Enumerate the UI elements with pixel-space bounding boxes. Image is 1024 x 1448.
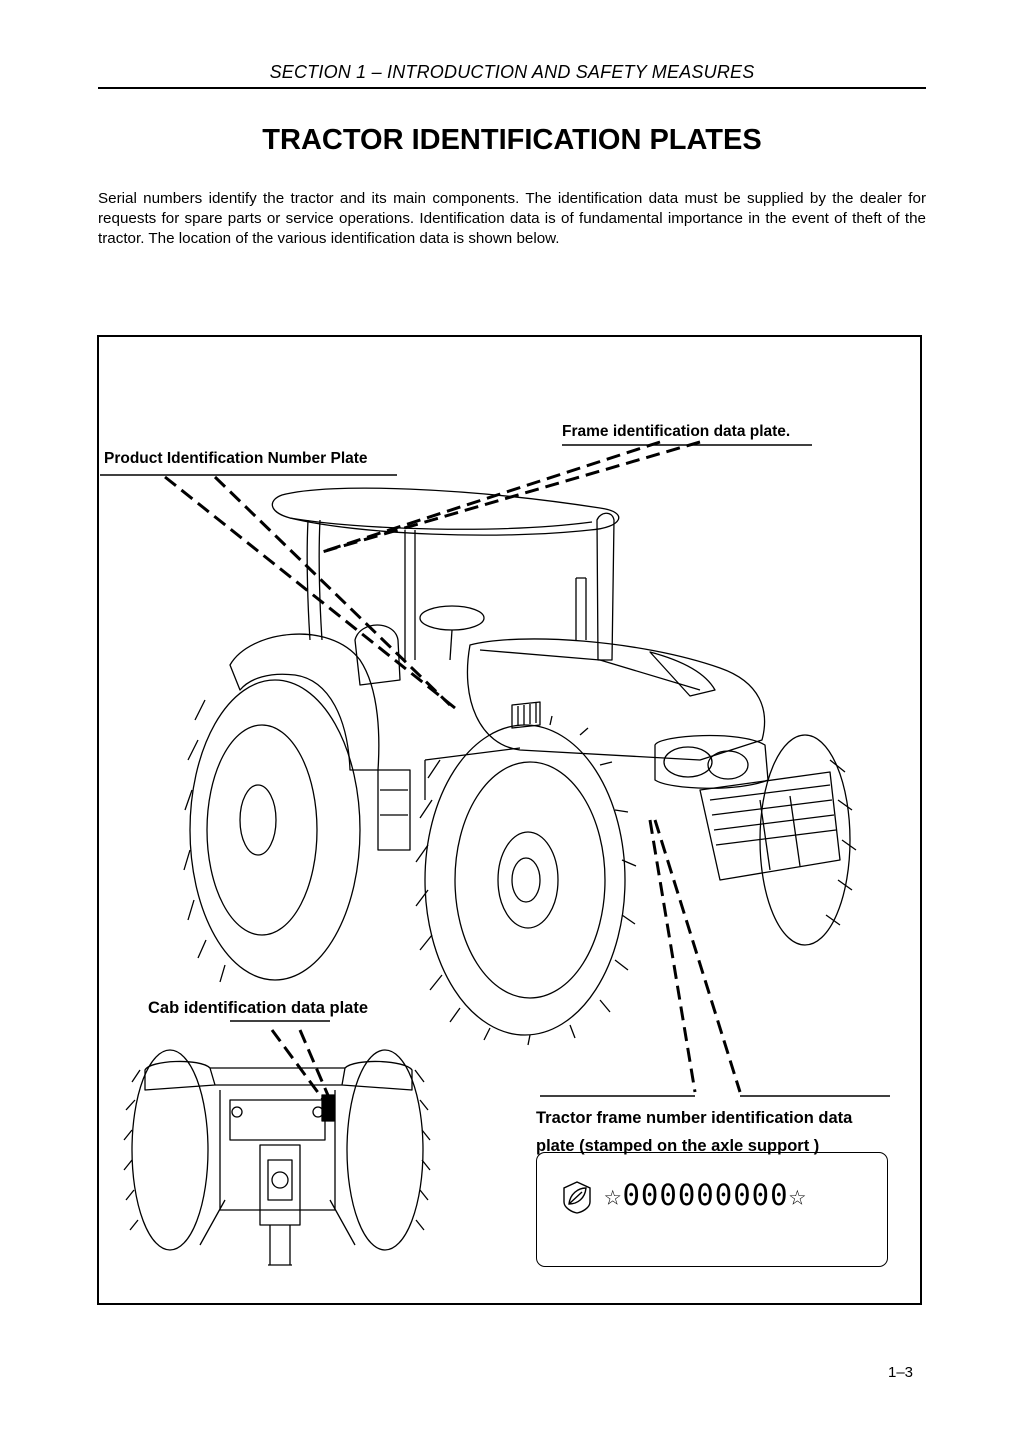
- new-holland-leaf-logo-icon: [563, 1181, 591, 1214]
- rops-frame: [306, 519, 323, 641]
- leader-axle-2: [653, 819, 742, 1093]
- leader-frame-1: [321, 440, 661, 554]
- rear-fender: [229, 633, 380, 771]
- leader-frame-2: [321, 440, 701, 554]
- front-weights: [699, 771, 841, 881]
- canopy: [271, 487, 620, 536]
- plate-serial-number: ☆000000000☆: [604, 1178, 808, 1212]
- section-header: SECTION 1 – INTRODUCTION AND SAFETY MEAS…: [269, 62, 755, 82]
- rear-wheel-left: [189, 679, 361, 981]
- exhaust-stack: [596, 512, 615, 661]
- identification-plate: [536, 1152, 888, 1267]
- header-rule: [98, 87, 926, 89]
- product-plate-label: Product Identification Number Plate: [104, 450, 368, 467]
- tractor-frame-plate-label-line1: Tractor frame number identification data: [536, 1109, 853, 1127]
- cab-plate-label: Cab identification data plate: [148, 999, 369, 1017]
- frame-plate-label: Frame identification data plate.: [562, 423, 791, 440]
- page-number: 1–3: [888, 1364, 914, 1381]
- intro-paragraph: Serial numbers identify the tractor and …: [98, 190, 926, 247]
- figure-frame: [97, 335, 922, 1305]
- rear-view-inset: [123, 1049, 431, 1266]
- leader-product-2: [213, 475, 452, 707]
- tractor-frame-plate-label-line2: plate (stamped on the axle support ): [536, 1137, 820, 1155]
- hood: [466, 638, 766, 761]
- leader-cab-2: [298, 1029, 332, 1101]
- tractor-frame-plate-label: Tractor frame number identification data…: [536, 1104, 852, 1160]
- leader-product-1: [164, 475, 456, 710]
- page-title: TRACTOR IDENTIFICATION PLATES: [262, 124, 762, 156]
- leader-axle-1: [648, 819, 697, 1093]
- rear-wheel-right: [424, 724, 626, 1036]
- leader-cab-1: [270, 1029, 327, 1103]
- front-wheel-right: [759, 734, 851, 946]
